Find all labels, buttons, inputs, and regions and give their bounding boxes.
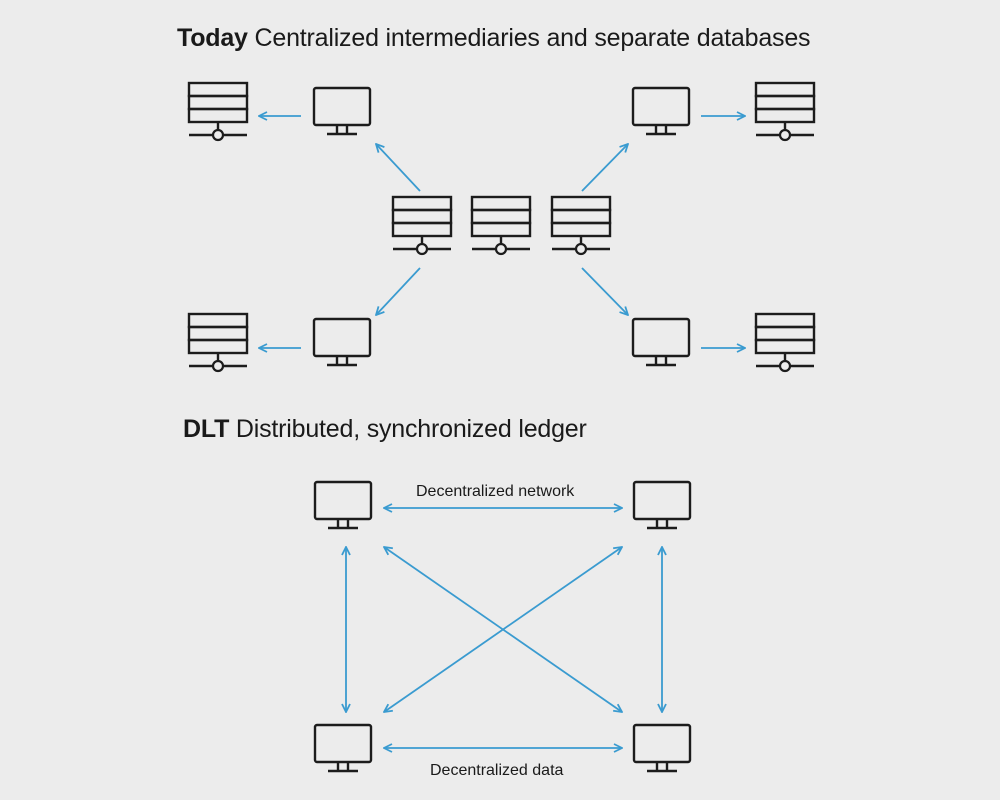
monitor-icon: [631, 86, 691, 136]
heading-today-keyword: Today: [177, 24, 248, 52]
arrow-center-to-top-left: [376, 144, 421, 192]
heading-dlt-title: Distributed, synchronized ledger: [235, 415, 587, 443]
heading-dlt: DLT Distributed, synchronized ledger: [183, 417, 587, 442]
database-server-icon: [187, 312, 249, 373]
arrow-center-to-bottom-right: [581, 267, 628, 315]
database-server-icon: [754, 312, 816, 373]
monitor-icon: [312, 317, 372, 367]
monitor-icon: [632, 723, 692, 773]
database-server-icon: [470, 195, 532, 256]
heading-today: Today Centralized intermediaries and sep…: [177, 24, 811, 52]
monitor-icon: [632, 480, 692, 530]
database-server-icon: [754, 81, 816, 142]
decentralized-data-label: Decentralized data: [430, 762, 564, 779]
monitor-icon: [313, 480, 373, 530]
arrow-diagonal-up: [384, 547, 622, 712]
monitor-icon: [631, 317, 691, 367]
monitor-icon: [313, 723, 373, 773]
arrow-center-to-bottom-left: [376, 267, 421, 315]
arrow-center-to-top-right: [581, 144, 628, 192]
decentralized-network-label: Decentralized network: [416, 483, 575, 500]
database-server-icon: [550, 195, 612, 256]
heading-dlt-keyword: DLT: [183, 415, 230, 443]
database-server-icon: [187, 81, 249, 142]
heading-today-title: Centralized intermediaries and separate …: [254, 24, 811, 52]
monitor-icon: [312, 86, 372, 136]
database-server-icon: [391, 195, 453, 256]
